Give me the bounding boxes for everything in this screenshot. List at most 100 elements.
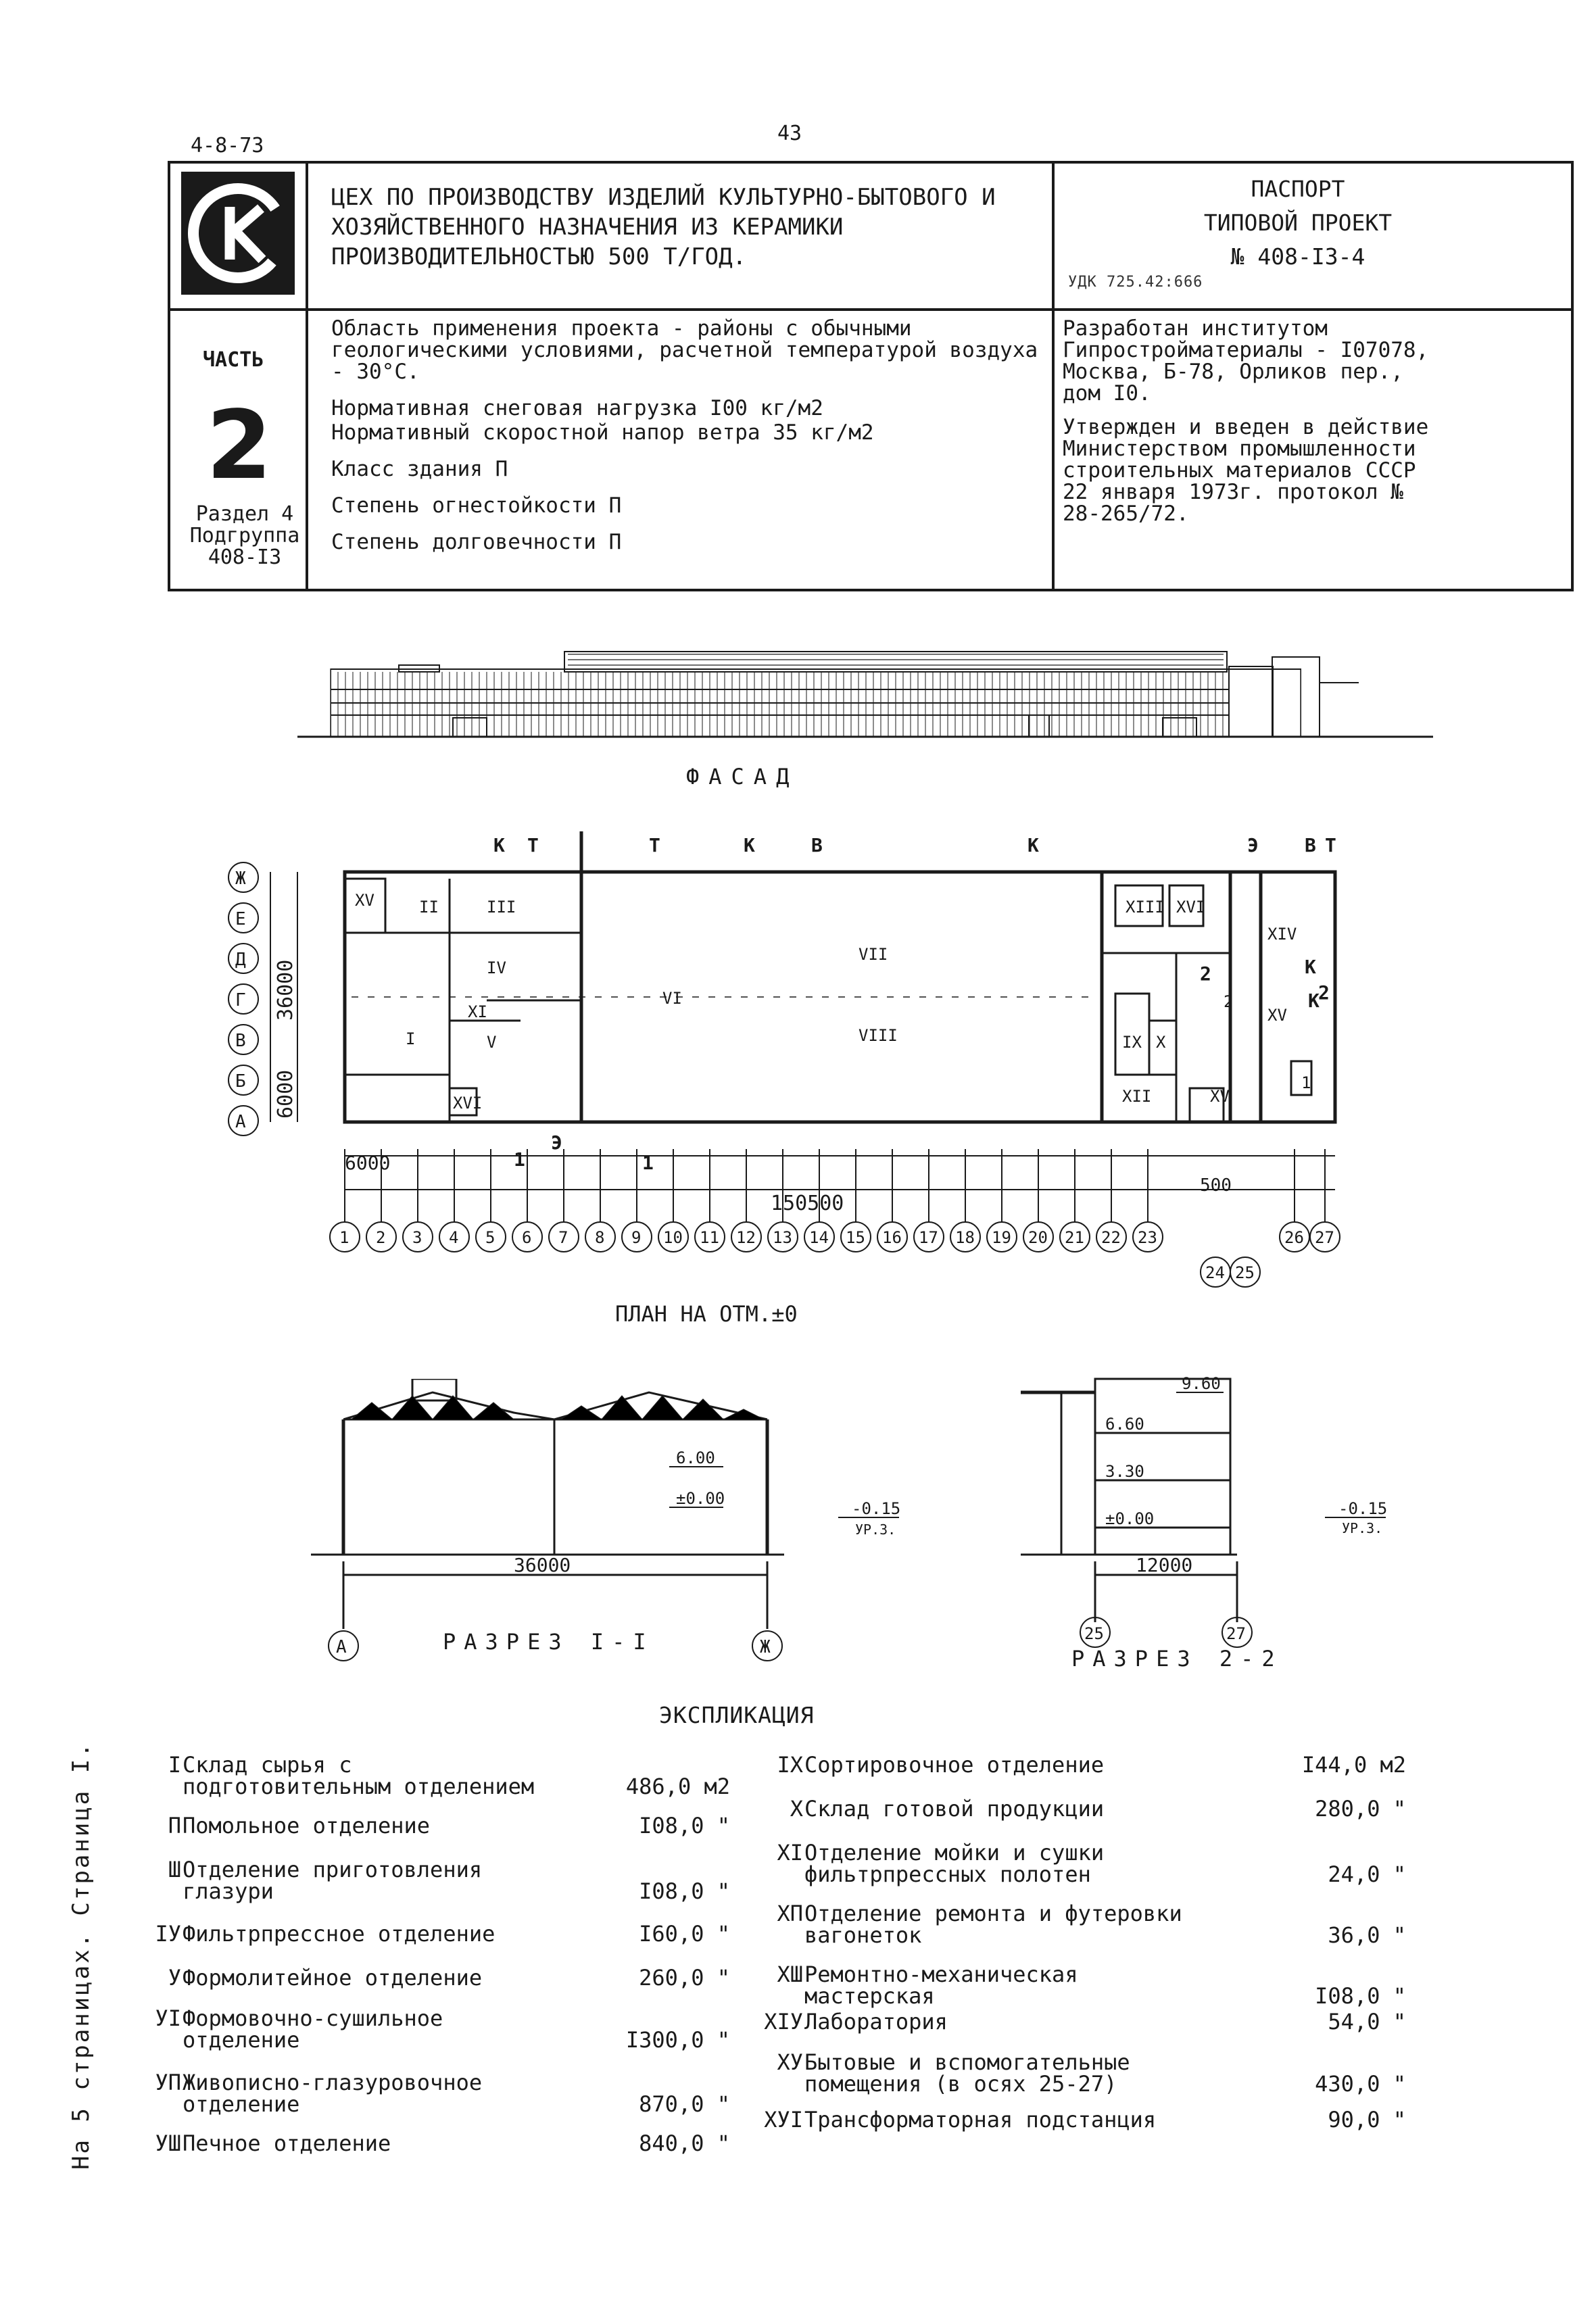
column-axis-label: 6: [522, 1228, 531, 1247]
room-area: I08,0 ": [1315, 1983, 1406, 2009]
axis-25: 25: [1084, 1624, 1104, 1643]
page-number: 43: [777, 122, 802, 145]
room-number: XIУ: [764, 2009, 803, 2034]
column-axis-label: 8: [595, 1228, 604, 1247]
column-axis-label: 26: [1284, 1228, 1304, 1247]
room-label: XII: [1122, 1087, 1151, 1106]
column-axis-label: 1: [339, 1228, 349, 1247]
room-label: XIII: [1126, 898, 1165, 917]
column-axis-label: 21: [1065, 1228, 1084, 1247]
row-axis-label: А: [235, 1112, 246, 1132]
room-number: XУI: [764, 2107, 803, 2133]
section-cut-mark: 1: [514, 1148, 525, 1171]
room-number: П: [168, 1813, 181, 1838]
section-label: Раздел 4: [195, 502, 294, 526]
room-label: XI: [468, 1002, 487, 1021]
room-number: I: [168, 1752, 181, 1778]
level-top: 6.00: [676, 1448, 715, 1467]
section-cut-mark: В: [1305, 834, 1316, 856]
section-cut-mark: К: [1308, 990, 1320, 1012]
approved-by: Утвержден и введен в действие Министерст…: [1063, 415, 1429, 526]
room-name: Формолитейное отделение: [183, 1965, 483, 1991]
typical-project-label: ТИПОВОЙ ПРОЕКТ: [1203, 210, 1393, 236]
section-1-caption: РАЗРЕЗ I-I: [443, 1629, 654, 1655]
room-name: Отделение ремонта и футеровки вагонеток: [804, 1901, 1182, 1948]
row-axis-label: В: [235, 1031, 246, 1051]
sk-logo: [181, 172, 295, 295]
column-axis-label: 25: [1235, 1263, 1255, 1282]
frame-divider: [168, 308, 1574, 311]
room-label: XV: [1267, 1006, 1287, 1025]
room-label: VIII: [859, 1026, 898, 1045]
passport-label: ПАСПОРТ: [1251, 176, 1345, 202]
room-label: IV: [487, 958, 506, 977]
room-area: 430,0 ": [1315, 2071, 1406, 2097]
room-area: 36,0 ": [1328, 1922, 1406, 1948]
axis-Zh: Ж: [760, 1637, 771, 1657]
part-label: ЧАСТЬ: [203, 348, 264, 372]
room-name: Формовочно-сушильное отделение: [183, 2005, 443, 2053]
column-axis-label: 7: [558, 1228, 568, 1247]
room-area: 280,0 ": [1315, 1796, 1406, 1822]
level-6-60: 6.60: [1105, 1415, 1144, 1434]
room-label: XVI: [1176, 898, 1205, 917]
passport-header-frame: [168, 161, 1574, 591]
room-area: I08,0 ": [639, 1813, 730, 1838]
subgroup-label: Подгруппа: [189, 524, 300, 547]
room-number: У: [168, 1965, 181, 1991]
room-label: I: [406, 1029, 415, 1048]
room-label: 2: [1224, 992, 1233, 1011]
room-label: XV: [1210, 1087, 1230, 1106]
room-label: XV: [355, 891, 374, 910]
room-number: XI: [777, 1840, 803, 1866]
axis-A: А: [336, 1637, 347, 1657]
level-ground: -0.15: [852, 1499, 900, 1518]
ground-label-2: УР.З.: [1342, 1520, 1382, 1536]
udk-code: УДК 725.42:666: [1068, 274, 1203, 291]
level-zero-2: ±0.00: [1105, 1509, 1154, 1528]
column-axis-label: 10: [663, 1228, 683, 1247]
section-cut-mark: Э: [1247, 834, 1259, 856]
room-number: IX: [777, 1752, 803, 1778]
column-axis-label: 3: [412, 1228, 422, 1247]
room-label: III: [487, 898, 516, 917]
column-axis-label: 17: [919, 1228, 938, 1247]
row-axis-label: Б: [235, 1071, 246, 1092]
room-number: IУ: [155, 1921, 181, 1947]
dimension-end-bay: 6000: [345, 1152, 390, 1174]
column-axis-label: 15: [846, 1228, 865, 1247]
building-class: Класс здания П: [331, 457, 508, 481]
room-label: VII: [859, 945, 888, 964]
room-name: Лаборатория: [804, 2009, 948, 2034]
room-number: XУ: [777, 2049, 803, 2075]
room-name: Печное отделение: [183, 2130, 391, 2156]
room-name: Живописно-глазуровочное отделение: [183, 2070, 483, 2117]
document-code: 4-8-73: [191, 134, 264, 157]
room-number: УШ: [155, 2130, 181, 2156]
project-number: № 408-I3-4: [1230, 243, 1365, 270]
section-cut-mark: Т: [1325, 834, 1336, 856]
room-number: УI: [155, 2005, 181, 2031]
column-axis-label: 13: [773, 1228, 792, 1247]
room-number: Ш: [168, 1857, 181, 1882]
room-name: Склад сырья с подготовительным отделение…: [183, 1752, 535, 1799]
frame-divider: [306, 161, 308, 591]
section-cut-mark: Т: [649, 834, 660, 856]
column-axis-label: 18: [955, 1228, 975, 1247]
column-axis-label: 9: [631, 1228, 641, 1247]
room-area: 54,0 ": [1328, 2009, 1406, 2034]
plan-caption: ПЛАН НА ОТМ.±0: [615, 1301, 798, 1327]
room-area: 260,0 ": [639, 1965, 730, 1991]
level-3-30: 3.30: [1105, 1462, 1144, 1481]
row-axis-label: Ж: [235, 869, 246, 889]
dimension-width: 36000: [274, 960, 297, 1021]
subgroup-code: 408-I3: [208, 545, 282, 569]
level-zero: ±0.00: [676, 1489, 725, 1508]
room-number: X: [790, 1796, 803, 1822]
facade-caption: ФАСАД: [686, 764, 799, 789]
column-axis-label: 2: [376, 1228, 385, 1247]
level-9-60: 9.60: [1182, 1374, 1221, 1393]
column-axis-label: 20: [1028, 1228, 1048, 1247]
axis-27: 27: [1226, 1624, 1246, 1643]
